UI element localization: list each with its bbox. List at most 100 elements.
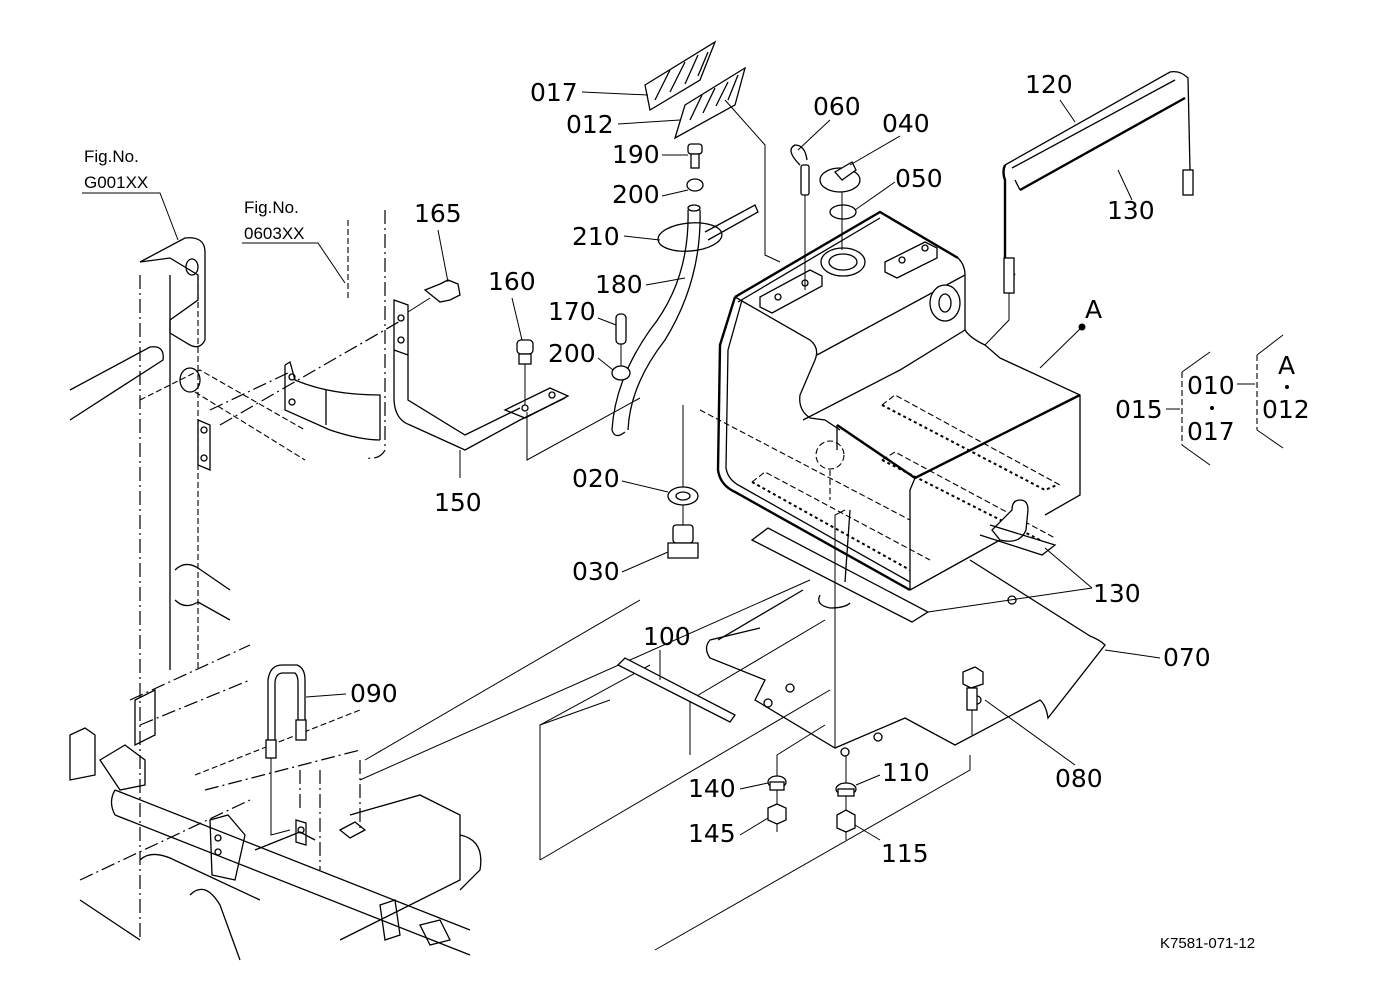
clip-200-lower [611, 344, 631, 381]
callout-130b: 130 [927, 547, 1141, 613]
callout-label: 090 [350, 679, 398, 708]
callout-label: 160 [488, 267, 536, 296]
callout-label: 210 [572, 222, 620, 251]
callout-label: 070 [1163, 643, 1211, 672]
callout-leader [581, 91, 649, 96]
callout-leader [849, 135, 901, 166]
callout-label: 040 [882, 109, 930, 138]
callout-leader [1059, 99, 1076, 123]
bar-100 [616, 657, 736, 723]
collar-140 [767, 724, 826, 791]
callout-label: 120 [1025, 70, 1073, 99]
callout-130a: 130 [1107, 169, 1155, 225]
figure-ref-g001xx: Fig.No. G001XX [82, 147, 179, 241]
callout-label: 145 [688, 819, 736, 848]
callout-190: 190 [612, 140, 688, 169]
plate-070 [705, 509, 1106, 757]
callout-leader [739, 817, 769, 836]
legend-child-017: 017 [1187, 417, 1235, 446]
bolt-080 [962, 666, 984, 735]
clip-200-upper [686, 178, 704, 192]
callout-label: 017 [530, 78, 578, 107]
callout-leader [661, 189, 689, 197]
nut-145 [767, 790, 787, 832]
callout-label: 200 [612, 180, 660, 209]
callout-label: 060 [813, 92, 861, 121]
nut-115 [836, 796, 856, 840]
callout-label: 180 [595, 270, 643, 299]
callout-100: 100 [643, 622, 691, 680]
callout-120: 120 [1025, 70, 1076, 123]
fitting-165 [407, 279, 461, 313]
legend-child-010: 010 [1187, 371, 1235, 400]
kit-legend: 015 010 017 A 012 [1115, 334, 1310, 466]
callout-160: 160 [488, 267, 536, 341]
callout-020: 020 [572, 464, 669, 493]
callout-090: 090 [305, 679, 398, 708]
collar-110 [835, 755, 857, 797]
callout-070: 070 [1104, 643, 1211, 672]
callout-012: 012 [566, 110, 681, 139]
callout-leader [621, 551, 669, 573]
part-callouts: 0170121902002101801702001651601500600400… [305, 70, 1211, 868]
fuel-pipe-150 [393, 299, 641, 461]
callout-leader [797, 119, 831, 151]
callout-label: 012 [566, 110, 614, 139]
callout-label: 170 [548, 297, 596, 326]
callout-180: 180 [595, 270, 686, 299]
callout-leader [984, 699, 1076, 766]
callout-140: 140 [688, 774, 769, 803]
callout-label: 200 [548, 339, 596, 368]
cap-040 [819, 161, 861, 250]
callout-145: 145 [688, 817, 769, 848]
decal-017 [644, 40, 717, 112]
callout-040: 040 [849, 109, 930, 166]
figure-ref-code: 0603XX [244, 224, 305, 243]
callout-leader [621, 480, 669, 493]
callout-leader [739, 782, 769, 790]
callout-leader [511, 297, 523, 341]
plug-160 [516, 339, 534, 405]
strap-120 [984, 70, 1194, 346]
callout-leader [1044, 547, 1093, 589]
callout-200b: 200 [548, 339, 614, 371]
callout-label: 165 [414, 199, 462, 228]
legend-parent: 015 [1115, 395, 1163, 424]
guide-lines [359, 509, 971, 951]
washer-020 [667, 405, 699, 525]
callout-leader [854, 824, 881, 841]
callout-label: 080 [1055, 764, 1103, 793]
callout-030: 030 [572, 551, 669, 586]
figure-ref-title: Fig.No. [84, 147, 139, 166]
callout-leader [437, 229, 449, 283]
callout-170: 170 [548, 297, 617, 326]
callout-060: 060 [797, 92, 861, 151]
callout-label: 110 [882, 758, 930, 787]
callout-label: 020 [572, 464, 620, 493]
drawing-reference-code: K7581-071-12 [1160, 935, 1255, 952]
callout-leader [854, 181, 896, 211]
callout-210: 210 [572, 222, 661, 251]
figure-ref-0603xx: Fig.No. 0603XX [242, 198, 346, 284]
callout-080: 080 [984, 699, 1103, 793]
callout-leader [597, 357, 614, 371]
callout-label: 115 [881, 839, 929, 868]
callout-110: 110 [855, 758, 930, 787]
callout-label: 100 [643, 622, 691, 651]
callout-leader [305, 693, 347, 698]
callout-050: 050 [854, 164, 943, 211]
dipstick-060 [790, 144, 810, 290]
callout-165: 165 [414, 199, 462, 283]
callout-leader [1104, 649, 1161, 659]
callout-leader [617, 119, 681, 125]
callout-200a: 200 [612, 180, 689, 209]
legend-subgroup-child: 012 [1262, 395, 1310, 424]
callout-leader [1117, 169, 1133, 201]
plug-030 [667, 524, 699, 559]
fitting-170 [615, 313, 627, 345]
callout-label: 050 [895, 164, 943, 193]
callout-label: 190 [612, 140, 660, 169]
callout-leader [927, 587, 1093, 613]
callout-115: 115 [854, 824, 929, 868]
oring-050 [829, 204, 857, 220]
